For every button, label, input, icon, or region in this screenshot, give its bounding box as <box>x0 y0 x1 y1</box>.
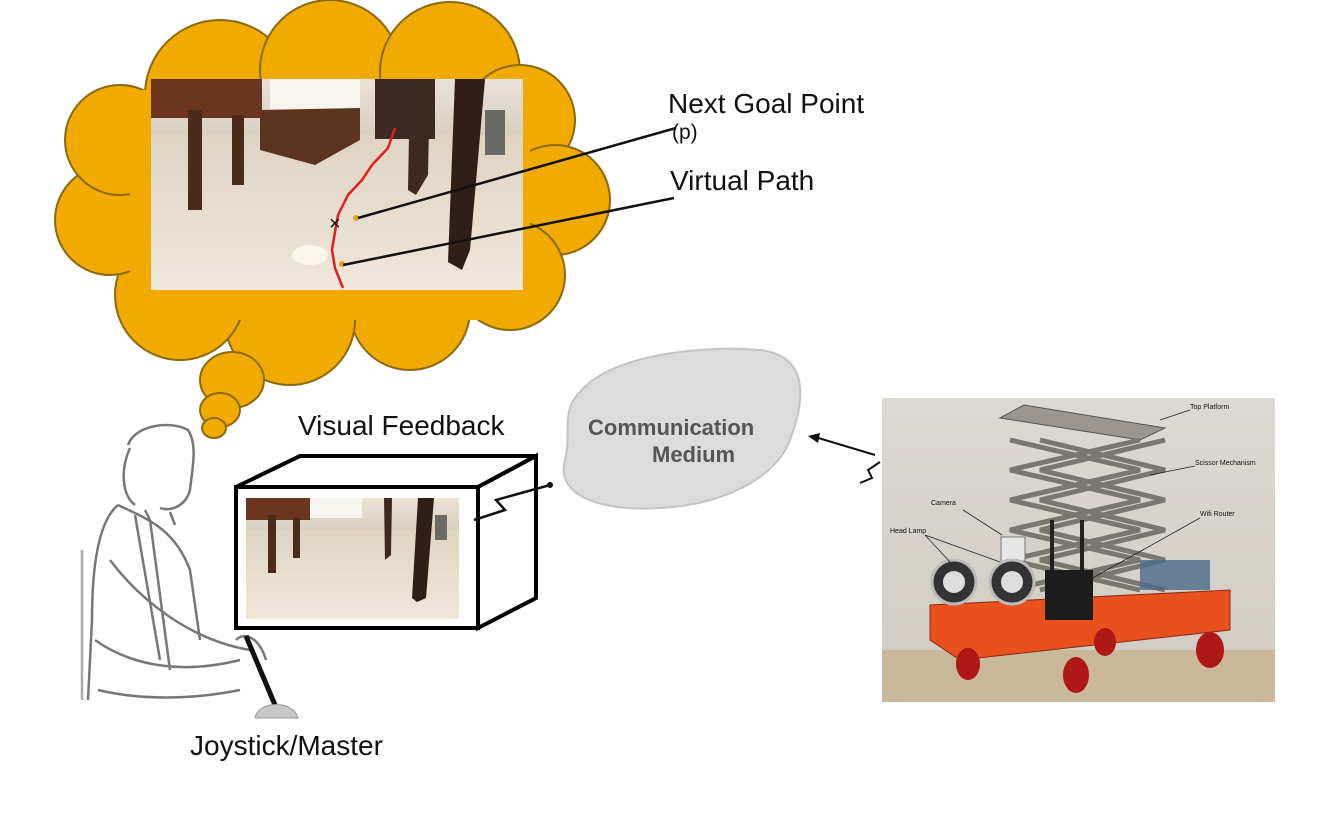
comm-medium-line1: Communication <box>588 415 755 440</box>
joystick-label: Joystick/Master <box>190 730 383 761</box>
robot-label-wifi: Wifi Router <box>1200 511 1235 518</box>
signal-robot <box>814 436 881 484</box>
room-photo-thought: × <box>151 79 523 290</box>
room-photo-monitor <box>246 498 459 619</box>
robot-label-top-platform: Top Platform <box>1190 404 1230 411</box>
arrowhead-icon <box>808 433 820 443</box>
visual-feedback-label: Visual Feedback <box>298 410 505 441</box>
joystick <box>243 635 299 719</box>
p-label: (p) <box>672 121 698 144</box>
thought-bubbles <box>199 351 265 439</box>
pointer-lines <box>342 126 677 267</box>
signal-dot <box>547 482 553 488</box>
robot-label-camera: Camera <box>931 500 956 507</box>
operator-figure <box>80 423 268 701</box>
robot-photo <box>882 398 1275 702</box>
communication-cloud <box>562 347 802 510</box>
comm-medium-line2: Medium <box>652 442 736 467</box>
robot-label-head-lamp: Head Lamp <box>890 528 927 535</box>
virtual-path-label: Virtual Path <box>670 165 815 196</box>
robot-label-scissor: Scissor Mechanism <box>1195 460 1256 467</box>
next-goal-label: Next Goal Point <box>668 88 865 119</box>
svg-text:×: × <box>329 213 341 235</box>
signal-monitor <box>473 483 551 522</box>
